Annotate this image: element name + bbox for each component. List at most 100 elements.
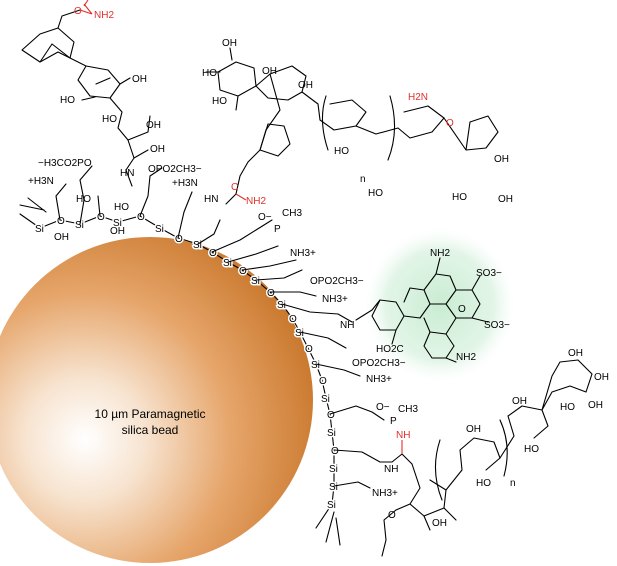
- o-atom-label: O: [267, 288, 275, 299]
- nh-dye-label: NH: [340, 320, 354, 331]
- si-atom-label: Si: [327, 428, 336, 439]
- tr-oh-10: HO: [368, 188, 383, 199]
- top-oh-2: OH: [132, 74, 147, 85]
- fluorescent-dye: [355, 257, 489, 363]
- tr-oh-8: HO: [452, 192, 467, 203]
- oh-left-2: OH: [110, 226, 125, 237]
- dye-so3-top: SO3−: [476, 268, 502, 279]
- top-oh-5: OH: [150, 144, 165, 155]
- nh3-bottom-label: NH3+: [372, 488, 398, 499]
- tr-oh-2: OH: [222, 38, 237, 49]
- upper-hn-label: HN: [204, 194, 218, 205]
- oh-left-1: OH: [54, 232, 69, 243]
- o-atom-label: O: [97, 212, 105, 223]
- o-atom-label: O: [305, 344, 313, 355]
- silica-bead: [0, 237, 313, 563]
- tr-oh-7: OH: [494, 154, 509, 165]
- tr-oh-1: HO: [202, 68, 217, 79]
- tr-oh-4: HO: [212, 96, 227, 107]
- h3co2po-label: −H3CO2PO: [38, 158, 92, 169]
- h3n-left-label: +H3N: [28, 176, 54, 187]
- dye-o-label: O: [458, 304, 466, 315]
- upper-carbamate-c: C: [231, 182, 238, 193]
- bottom-carbamate-nh: NH: [396, 430, 410, 441]
- br-oh-9: OH: [588, 400, 603, 411]
- si-atom-label: Si: [193, 240, 202, 251]
- o-minus-top-label: O−: [258, 212, 272, 223]
- si-atom-label: Si: [155, 224, 164, 235]
- top-hn-label: HN: [120, 168, 134, 179]
- tr-h2n-label: H2N: [408, 92, 428, 103]
- o-atom-label: O: [331, 446, 339, 457]
- top-o-label: O: [74, 6, 82, 17]
- tr-oh-9: OH: [498, 194, 513, 205]
- p-bottom-label: P: [390, 416, 397, 427]
- br-oh-1: OH: [432, 518, 447, 529]
- tr-oh-5: OH: [298, 80, 313, 91]
- o-atom-label: O: [57, 216, 65, 227]
- dye-ho2c-label: HO2C: [376, 344, 404, 355]
- ho-left-1: HO: [76, 194, 91, 205]
- top-oh-1: HO: [60, 95, 75, 106]
- top-nh2-label: NH2: [94, 10, 114, 21]
- dye-nh2-top: NH2: [430, 248, 450, 259]
- upper-carbamate-nh2: NH2: [246, 196, 266, 207]
- p-top-label: P: [274, 224, 281, 235]
- top-oh-3: HO: [102, 114, 117, 125]
- o-atom-label: O: [319, 376, 327, 387]
- tr-o-label: O: [446, 118, 454, 129]
- si-atom-label: Si: [327, 500, 336, 511]
- nh3-right-2: NH3+: [322, 294, 348, 305]
- o-atom-label: O: [327, 410, 335, 421]
- bead-label-line1: 10 µm Paramagnetic: [95, 407, 206, 421]
- ch3-top-label: CH3: [282, 208, 302, 219]
- si-atom-label: Si: [329, 464, 338, 475]
- si-atom-label: Si: [35, 224, 44, 235]
- si-atom-label: Si: [223, 258, 232, 269]
- nh3-right-1: NH3+: [290, 248, 316, 259]
- ho-left-2: HO: [114, 202, 129, 213]
- dye-so3-bottom: SO3−: [484, 320, 510, 331]
- o-atom-label: O: [175, 234, 183, 245]
- si-atom-label: Si: [295, 328, 304, 339]
- br-oh-4: OH: [512, 396, 527, 407]
- bottom-nh-label: NH: [384, 464, 398, 475]
- o-atom-label: O: [209, 248, 217, 259]
- br-oh-6: OH: [568, 348, 583, 359]
- si-atom-label: Si: [251, 276, 260, 287]
- br-oh-7: OH: [594, 372, 609, 383]
- br-n-label: n: [510, 478, 516, 489]
- upper-carbamate-linker: [225, 175, 247, 205]
- o-atom-label: O: [137, 212, 145, 223]
- side-chains: [55, 165, 393, 489]
- bottom-o-label: O: [388, 510, 396, 521]
- tr-oh-3: OH: [262, 66, 277, 77]
- phosphonate-right-2: OPO2CH3−: [352, 358, 406, 369]
- br-oh-8: HO: [560, 402, 575, 413]
- si-atom-label: Si: [321, 394, 330, 405]
- br-oh-5: HO: [524, 444, 539, 455]
- nh3-right-3: NH3+: [366, 374, 392, 385]
- si-atom-label: Si: [311, 360, 320, 371]
- h3n-top-label: +H3N: [172, 178, 198, 189]
- o-atom-label: O: [239, 266, 247, 277]
- dye-glow: [362, 225, 518, 385]
- o-minus-bottom-label: O−: [376, 402, 390, 413]
- si-atom-label: Si: [329, 482, 338, 493]
- tr-n-label: n: [360, 174, 366, 185]
- phosphonate-top-label: OPO2CH3−: [148, 164, 202, 175]
- top-oh-4: OH: [146, 120, 161, 131]
- si-atom-label: Si: [75, 220, 84, 231]
- bead-label-line2: silica bead: [122, 423, 179, 437]
- dye-nh2-bottom: NH2: [456, 352, 476, 363]
- tr-oh-6: HO: [334, 146, 349, 157]
- si-atom-label: Si: [277, 300, 286, 311]
- bottom-right-polysaccharide: [381, 359, 593, 557]
- o-atom-label: O: [289, 314, 297, 325]
- phosphonate-right-1: OPO2CH3−: [310, 276, 364, 287]
- br-oh-2: OH: [466, 424, 481, 435]
- br-oh-3: HO: [476, 478, 491, 489]
- top-left-sugar: [21, 0, 151, 187]
